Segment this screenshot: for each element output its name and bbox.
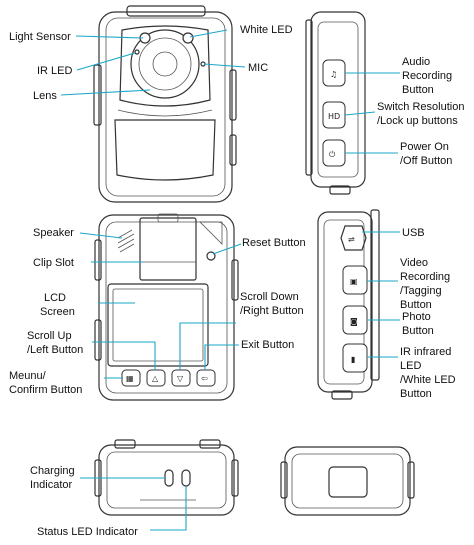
label-clip-slot: Clip Slot <box>33 257 74 269</box>
bottom-body-left <box>98 444 235 516</box>
label-white-led: White LED <box>240 24 293 36</box>
white-led-dot <box>182 32 194 44</box>
side-view-left: ⇌ ▣ ◙ ▮ <box>317 209 380 400</box>
ir-icon: ▮ <box>351 355 355 364</box>
front-panel <box>114 119 216 181</box>
label-lens: Lens <box>33 90 57 102</box>
label-mic: MIC <box>248 62 268 74</box>
clip-slot <box>139 217 197 281</box>
label-usb: USB <box>402 227 425 239</box>
bottom-body-right <box>284 446 411 516</box>
label-speaker: Speaker <box>33 227 74 239</box>
label-power: Power On /Off Button <box>400 141 452 167</box>
exit-icon: ⇦ <box>201 374 208 383</box>
label-scroll-up: Scroll Up /Left Button <box>27 330 83 356</box>
lens <box>130 29 200 99</box>
ir-led-button[interactable] <box>342 343 368 373</box>
lcd-screen <box>107 283 209 367</box>
photo-icon: ◙ <box>350 317 358 326</box>
up-icon: △ <box>152 374 159 383</box>
side-body-left <box>317 211 373 393</box>
label-reset: Reset Button <box>242 237 306 249</box>
label-photo: Photo Button <box>402 311 434 337</box>
bottom-view-right <box>280 446 415 516</box>
label-ir-infrared: IR infrared LED /White LED Button <box>400 346 459 400</box>
lens-housing <box>119 25 211 107</box>
label-charging: Charging Indicator <box>30 465 78 491</box>
label-video-recording: Video Recording /Tagging Button <box>400 257 453 311</box>
front-view <box>93 5 237 203</box>
side-body-right <box>310 11 366 188</box>
charging-indicator <box>164 469 174 487</box>
back-view: ▦ △ ▽ ⇦ <box>94 213 239 401</box>
front-body <box>98 11 233 203</box>
back-body <box>98 214 235 401</box>
status-led-indicator <box>181 469 191 487</box>
bottom-window <box>328 466 368 498</box>
video-recording-button[interactable] <box>342 265 368 295</box>
label-status-led: Status LED Indicator <box>37 526 138 538</box>
label-exit: Exit Button <box>241 339 294 351</box>
power-icon: ⏻ <box>329 150 336 159</box>
label-light-sensor: Light Sensor <box>9 31 71 43</box>
label-audio-recording: Audio Recording Button <box>402 56 455 96</box>
menu-icon: ▦ <box>126 374 134 383</box>
scroll-up-button[interactable] <box>146 369 166 387</box>
exit-button[interactable] <box>196 369 216 387</box>
label-scroll-down: Scroll Down /Right Button <box>240 291 304 317</box>
side-view-right: ♫ HD ⏻ <box>305 11 366 195</box>
down-icon: ▽ <box>177 374 184 383</box>
video-icon: ▣ <box>350 277 358 286</box>
mic-icon: ♫ <box>330 70 337 79</box>
label-menu-confirm: Meunu/ Confirm Button <box>9 370 82 396</box>
label-switch-resolution: Switch Resolution /Lock up buttons <box>377 101 468 127</box>
usb-icon: ⇌ <box>348 235 355 244</box>
scroll-down-button[interactable] <box>171 369 191 387</box>
ir-led-dot <box>134 49 140 55</box>
resolution-icon: HD <box>328 112 340 121</box>
label-ir-led: IR LED <box>37 65 73 77</box>
label-lcd: LCD Screen <box>40 292 75 318</box>
usb-port <box>340 225 367 251</box>
